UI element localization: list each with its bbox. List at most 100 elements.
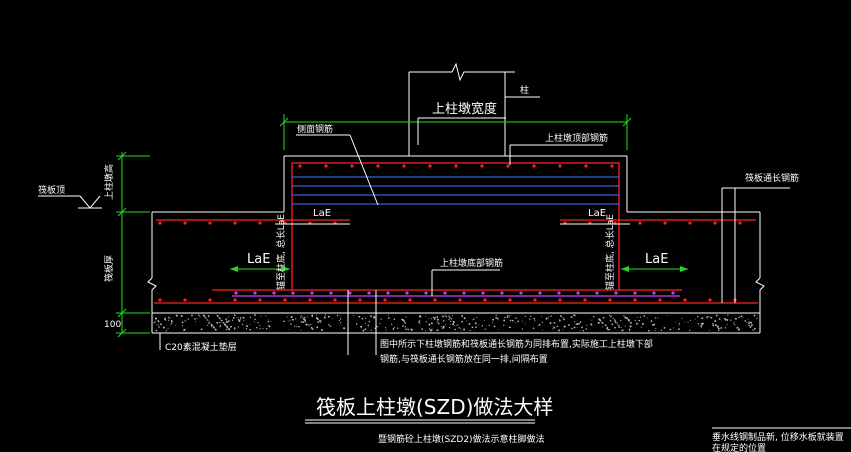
hatch-dot — [169, 317, 171, 319]
hatch-dot — [491, 322, 494, 324]
hatch-dot — [573, 314, 575, 317]
hatch-dot — [495, 314, 497, 316]
hatch-dot — [733, 321, 735, 323]
hatch-dot — [473, 318, 475, 320]
hatch-dot — [418, 321, 420, 323]
rebar-dot — [480, 164, 484, 168]
hatch-dot — [233, 314, 236, 317]
hatch-dot — [497, 319, 499, 321]
note-line-1: 图中所示下柱墩钢筋和筏板通长钢筋为同排布置,实际施工上柱墩下部 — [380, 338, 653, 350]
hatch-dot — [727, 314, 729, 316]
hatch-dot — [384, 327, 387, 329]
hatch-dot — [240, 316, 242, 318]
hatch-dot — [219, 321, 221, 324]
hatch-dot — [709, 317, 711, 319]
hatch-dot — [472, 319, 474, 321]
column-outline — [408, 62, 515, 156]
hatch-dot — [329, 325, 332, 328]
hatch-dot — [612, 317, 614, 319]
hatch-dot — [687, 321, 689, 324]
hatch-dot — [742, 317, 744, 319]
hatch-dot — [283, 320, 285, 323]
hatch-dot — [736, 326, 739, 329]
hatch-dot — [311, 314, 314, 317]
hatch-dot — [340, 322, 342, 324]
hatch-dot — [316, 314, 318, 316]
hatch-dot — [243, 320, 245, 322]
hatch-dot — [225, 319, 228, 321]
hatch-dot — [208, 321, 210, 323]
hatch-dot — [442, 320, 445, 322]
rebar-dot — [358, 298, 362, 302]
hatch-dot — [448, 327, 451, 329]
hatch-dot — [397, 327, 399, 329]
hatch-dot — [579, 321, 582, 324]
hatch-dot — [458, 327, 460, 329]
hatch-dot — [675, 321, 677, 323]
hatch-dot — [618, 325, 619, 327]
hatch-dot — [720, 327, 723, 329]
hatch-dot — [562, 317, 564, 319]
hatch-dot — [556, 325, 559, 328]
hatch-dot — [509, 315, 511, 317]
hatch-dot — [259, 328, 261, 330]
rebar-dot — [481, 291, 485, 295]
hatch-dot — [700, 327, 702, 329]
hatch-dot — [614, 326, 616, 329]
hatch-dot — [368, 320, 371, 323]
hatch-dot — [163, 326, 165, 329]
rebar-dot — [458, 298, 462, 302]
hatch-dot — [610, 315, 612, 318]
hatch-dot — [229, 325, 232, 328]
hatch-dot — [726, 324, 728, 325]
hatch-dot — [214, 328, 217, 331]
hatch-dot — [393, 318, 396, 321]
hatch-dot — [639, 316, 642, 318]
hatch-dot — [237, 317, 239, 319]
hatch-dot — [436, 329, 438, 331]
hatch-dot — [437, 318, 439, 321]
rebar-dot — [633, 298, 637, 302]
hatch-dot — [167, 319, 170, 321]
hatch-dot — [205, 317, 207, 319]
hatch-dot — [440, 326, 442, 328]
rebar-dot — [557, 291, 561, 295]
hatch-dot — [191, 314, 193, 317]
rebar-dot — [708, 298, 712, 302]
hatch-dot — [706, 316, 708, 318]
hatch-dot — [448, 319, 450, 321]
rebar-dot — [310, 291, 314, 295]
rebar-dot — [367, 291, 371, 295]
hatch-dot — [228, 316, 230, 318]
hatch-dot — [327, 315, 330, 318]
hatch-dot — [306, 316, 308, 318]
hatch-dot — [609, 314, 611, 317]
rebar-section-dots — [158, 164, 742, 302]
hatch-dot — [436, 316, 439, 318]
lae-arrows — [230, 266, 688, 272]
rebar-dot — [532, 164, 536, 168]
hatch-dot — [226, 326, 229, 329]
hatch-dot — [268, 319, 270, 321]
hatch-dot — [170, 320, 173, 322]
hatch-dot — [237, 326, 240, 328]
hatch-dot — [552, 326, 554, 328]
rebar-dot — [283, 298, 287, 302]
hatch-dot — [222, 322, 225, 324]
rebar-dot — [258, 221, 262, 225]
hatch-dot — [194, 321, 196, 323]
hatch-dot — [553, 326, 556, 329]
hatch-dot — [471, 326, 474, 329]
hatch-dot — [547, 316, 549, 318]
hatch-dot — [607, 328, 609, 331]
rebar-dot — [158, 221, 162, 225]
hatch-dot — [168, 316, 170, 319]
rebar-dot — [506, 164, 510, 168]
concrete-outline — [147, 155, 765, 334]
hatch-dot — [254, 314, 256, 316]
hatch-dot — [666, 315, 668, 316]
hatch-dot — [750, 321, 753, 324]
hatch-dot — [497, 317, 499, 320]
hatch-dot — [701, 317, 704, 320]
hatch-dot — [532, 327, 535, 330]
